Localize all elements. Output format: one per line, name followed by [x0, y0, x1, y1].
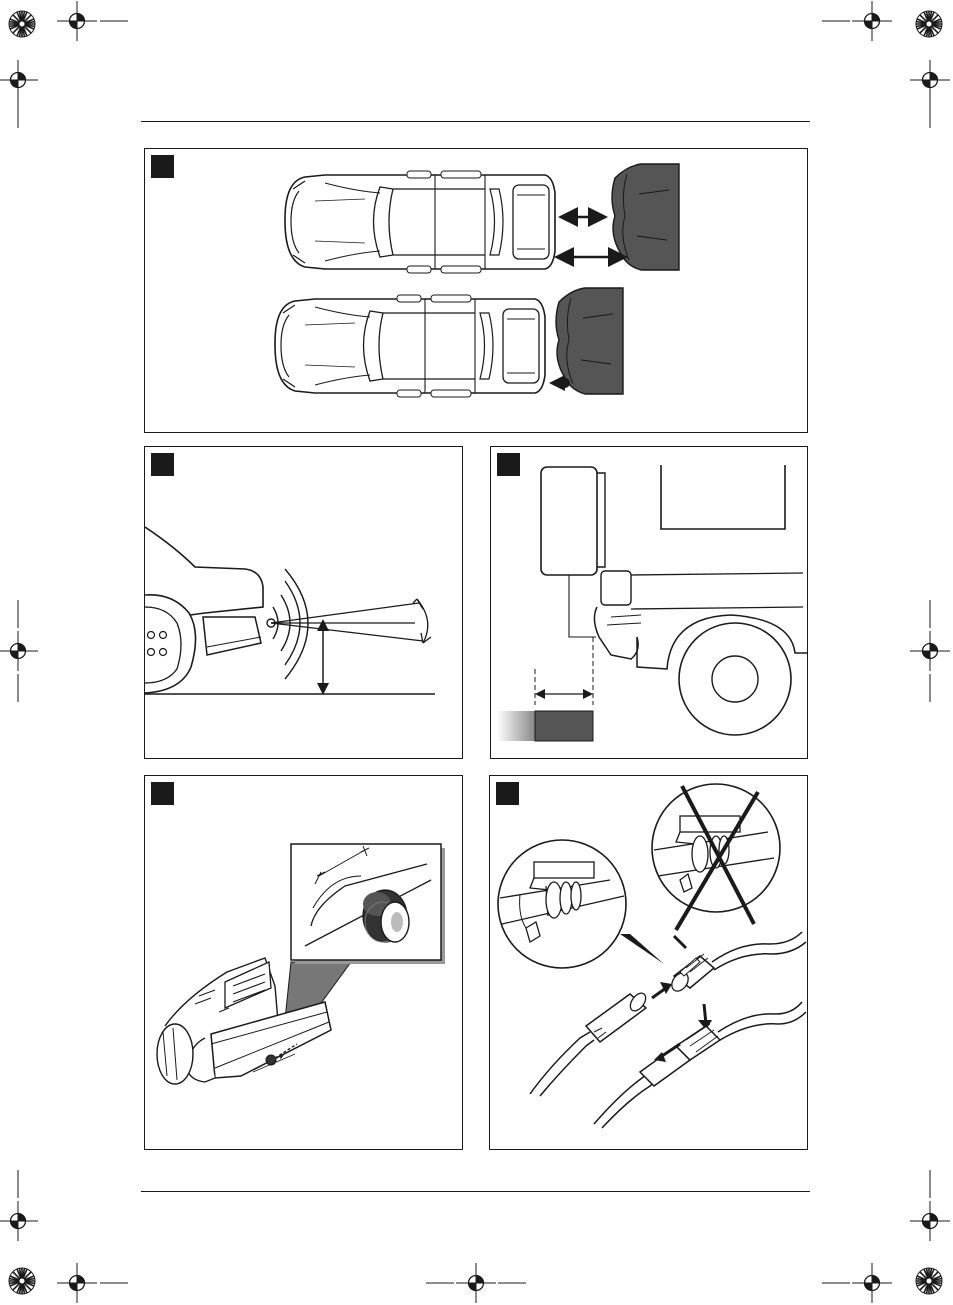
- figure-4-illustration: [145, 776, 463, 1150]
- figure-1-number-box: [151, 155, 174, 178]
- trailer-box: [541, 467, 597, 575]
- figure-2-illustration: [145, 447, 463, 759]
- figure-4-number-box: [151, 782, 174, 805]
- figure-2-number-box: [151, 453, 174, 476]
- obstacle-2: [556, 288, 623, 394]
- footer-rule: [141, 1191, 810, 1192]
- figure-4-panel: [144, 775, 463, 1150]
- color-wheel-icon: [916, 11, 942, 37]
- color-wheel-icon: [9, 1268, 35, 1294]
- figure-3-illustration: [491, 447, 808, 759]
- figure-2-panel: [144, 446, 463, 759]
- car-top-view-2: [275, 295, 545, 397]
- figure-5-panel: [489, 775, 808, 1150]
- figure-1-illustration: [145, 149, 808, 433]
- figure-5-number-box: [496, 782, 519, 805]
- header-rule: [141, 121, 810, 122]
- figure-5-illustration: [490, 776, 808, 1150]
- car-top-view-1: [285, 171, 555, 273]
- color-wheel-icon: [9, 11, 35, 37]
- color-wheel-icon: [916, 1268, 942, 1294]
- obstacle-1: [612, 164, 679, 270]
- figure-3-number-box: [497, 453, 520, 476]
- figure-3-panel: [490, 446, 808, 759]
- figure-1-panel: [144, 148, 808, 433]
